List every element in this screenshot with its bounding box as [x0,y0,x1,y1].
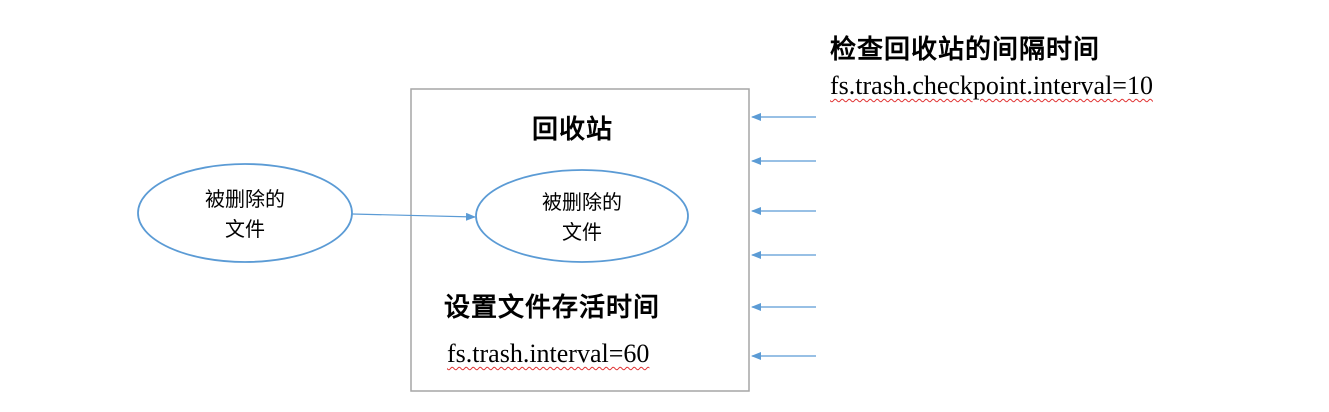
checkpoint-setting: fs.trash.checkpoint.interval=10 [830,71,1153,100]
retention-setting: fs.trash.interval=60 [447,339,650,368]
deleted-file-ellipse [137,163,353,263]
deleted-file-label-line2: 文件 [225,217,265,241]
deleted-file-label: 被删除的 文件 [195,184,295,244]
trashed-file-label: 被删除的 文件 [532,187,632,247]
trashed-file-ellipse [475,169,689,263]
deleted-file-label-line1: 被删除的 [205,187,285,211]
checkpoint-heading: 检查回收站的间隔时间 [830,35,1101,65]
trashed-file-label-line2: 文件 [562,220,602,244]
recycle-bin-box [410,88,750,392]
trashed-file-label-line1: 被删除的 [542,190,622,214]
retention-heading: 设置文件存活时间 [444,293,661,323]
move-to-trash-arrow [351,212,476,221]
recycle-bin-title: 回收站 [532,115,614,145]
